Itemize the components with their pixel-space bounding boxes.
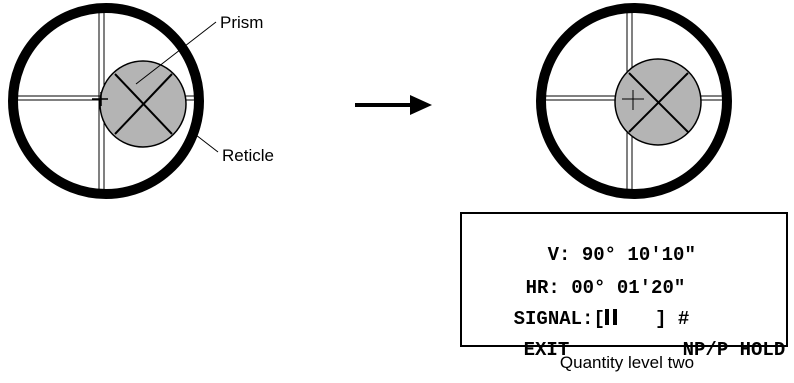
prism-target <box>614 58 702 146</box>
scope-view-before: Prism Reticle <box>8 3 274 199</box>
hold-softkey[interactable]: HOLD <box>739 339 786 361</box>
signal-row: SIGNAL:[ ] # <box>468 286 690 352</box>
vertical-angle-value: 90° 10'10" <box>581 244 696 266</box>
signal-hash: # <box>677 308 690 330</box>
reticle-crosshair <box>622 90 644 110</box>
softkey-row: EXIT <box>478 317 570 383</box>
scope-view-after <box>536 3 732 199</box>
horizontal-angle-label: HR: <box>525 277 560 299</box>
prism-target <box>99 60 187 148</box>
scope-ring <box>8 3 204 199</box>
reticle-crosshair <box>92 92 108 106</box>
display-caption: Quantity level two <box>560 353 694 372</box>
right-arrow-icon <box>355 95 432 115</box>
reticle-label: Reticle <box>222 146 274 165</box>
signal-bar <box>612 309 617 325</box>
reticle-leader-line <box>195 134 219 153</box>
softkey-row-right: NP/P HOLD <box>637 317 786 383</box>
signal-label: SIGNAL: <box>513 308 594 330</box>
vertical-angle-label: V: <box>547 244 571 266</box>
horizontal-angle-row: HR: 00° 01'20" <box>480 255 686 321</box>
instrument-display: V: 90° 10'10" HR: 00° 01'20" SIGNAL:[ ] … <box>460 212 788 361</box>
signal-strength-meter <box>604 308 621 330</box>
signal-bar <box>604 309 609 325</box>
exit-softkey[interactable]: EXIT <box>523 339 570 361</box>
signal-bracket-close: ] <box>655 308 667 330</box>
scope-ring <box>536 3 732 199</box>
horizontal-angle-value: 00° 01'20" <box>571 277 686 299</box>
prism-label: Prism <box>220 13 263 32</box>
prism-leader-line <box>135 21 217 85</box>
vertical-angle-row: V: 90° 10'10" <box>502 222 696 288</box>
signal-bracket-open: [ <box>593 308 605 330</box>
np-p-softkey[interactable]: NP/P <box>682 339 729 361</box>
